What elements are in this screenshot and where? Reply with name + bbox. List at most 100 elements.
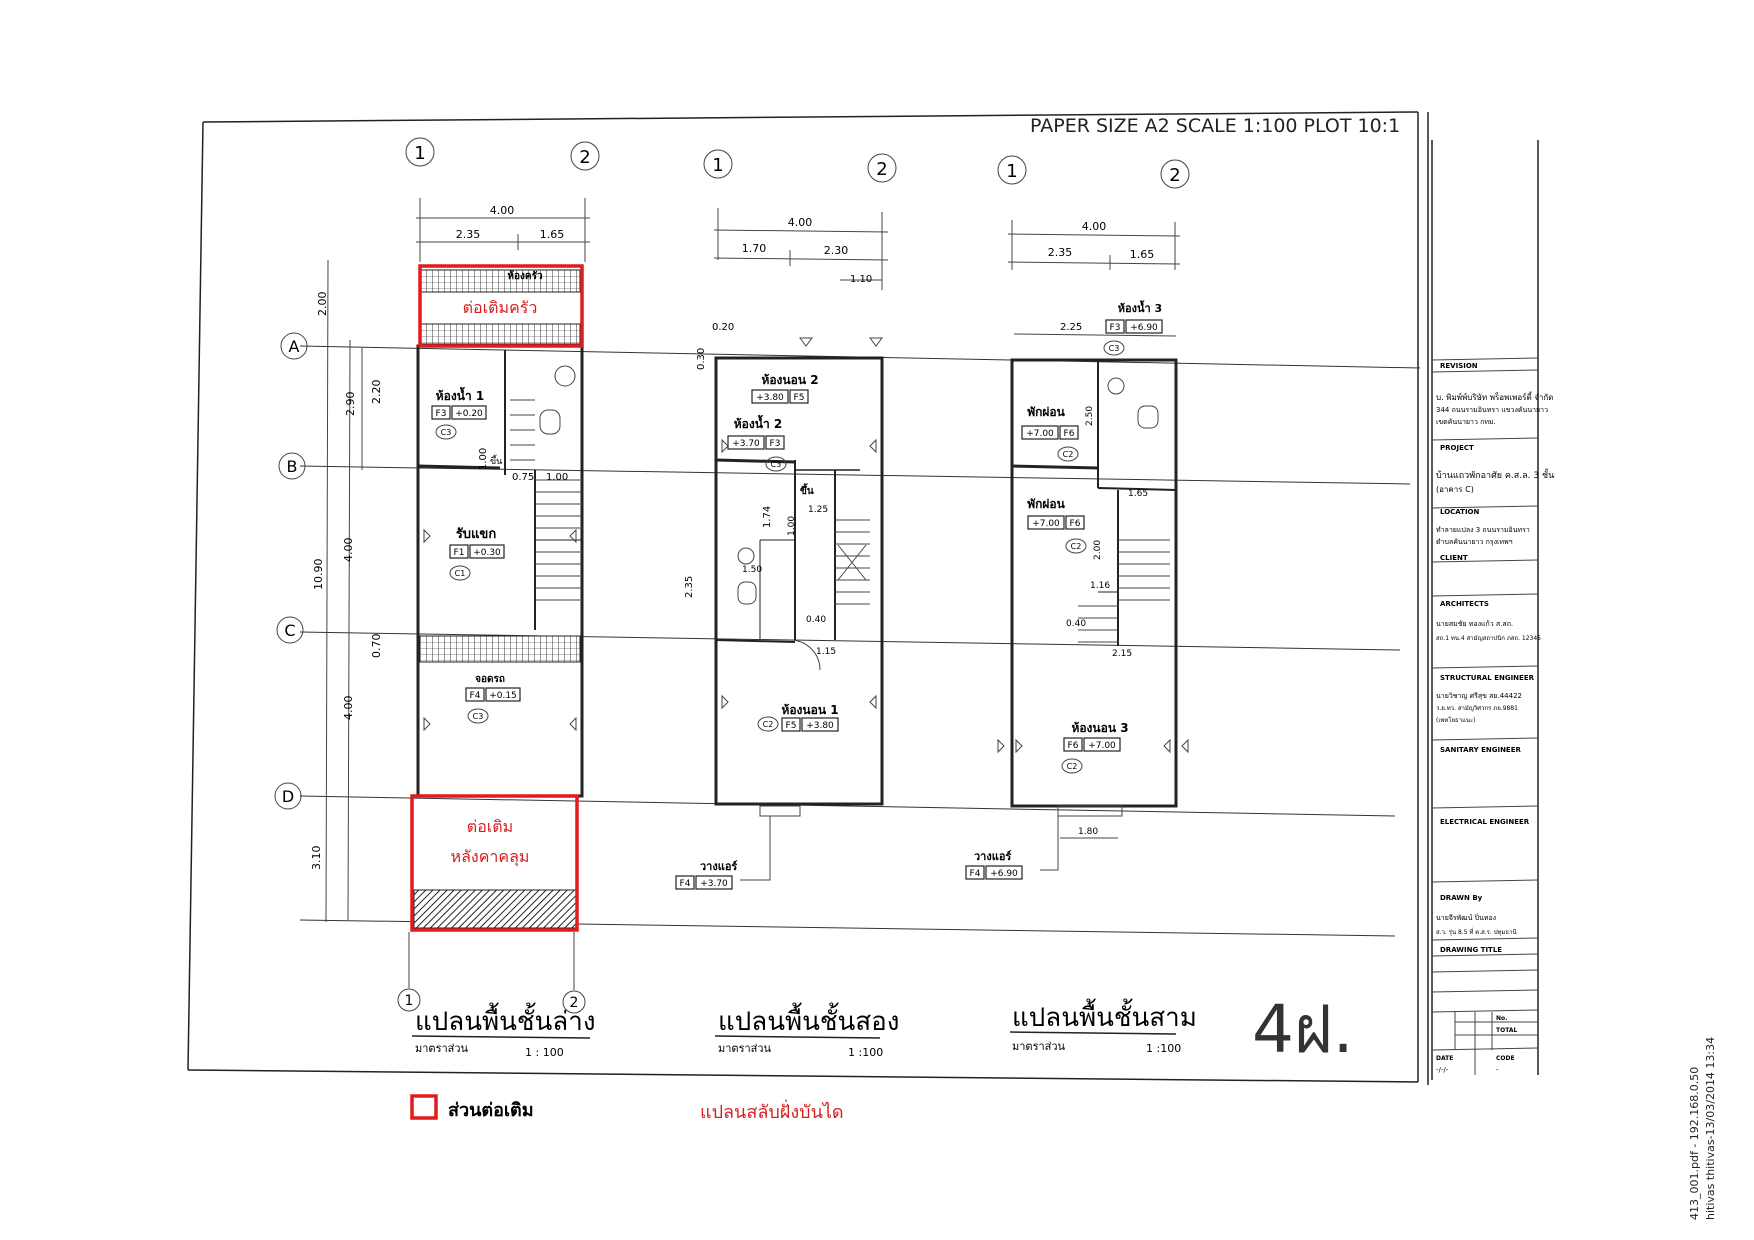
tb-struct-sub: ว.ย.ทว. สามัญวิศวกร ภย.9881 <box>1436 705 1518 712</box>
p3-ac-label: วางแอร์ <box>974 850 1011 863</box>
p2-ac-level: +3.70 <box>700 879 728 889</box>
legend-swatch-extension <box>410 1094 438 1120</box>
p1-bath-ceiling: C3 <box>441 428 452 437</box>
p2-door-swing <box>789 639 821 671</box>
grid-label-1b: 1 <box>712 155 723 176</box>
p3-title: แปลนพื้นชั้นสาม <box>1012 998 1197 1033</box>
tb-drawn-sub: ส.ว. รุ่น 8.5 ที่ ต.ส.ร. ปทุมธานี <box>1436 928 1517 936</box>
p2-dim-small: 1.10 <box>850 274 872 285</box>
p2-room-bath2: ห้องน้ำ 2 <box>734 414 782 431</box>
p1-dim-stair-1: 1.00 <box>546 472 568 483</box>
p1-hatch-carport-edge <box>419 635 581 663</box>
p1-bath-floor: F3 <box>436 409 447 419</box>
tb-code: CODE <box>1496 1055 1515 1062</box>
tb-arch-sub: สถ.1 ทน.4 สามัญสถาปนิก ภสถ. 12345 <box>1436 635 1541 642</box>
p1-dim-bath-w: 1.00 <box>478 448 489 470</box>
grid-bubble-C <box>276 616 304 644</box>
p1-hatch-driveway <box>413 889 577 929</box>
plan-third-floor: 4.00 2.35 1.65 2.25 ห้องน้ำ 3 F3 +6.90 C… <box>965 220 1197 1055</box>
p2-dim-stair: 1.74 <box>762 506 773 528</box>
tb-date-val: -/-/- <box>1436 1066 1449 1074</box>
p1-room-bath: ห้องน้ำ 1 <box>436 386 484 403</box>
tb-struct-sub2: (เพทโยธาแนะ) <box>1436 716 1476 724</box>
p1-title: แปลนพื้นชั้นล่าง <box>415 1002 596 1037</box>
p1-dim-ab-inner: 2.20 <box>370 380 383 405</box>
p1-dim-bc: 4.00 <box>342 538 355 563</box>
p3-rest2-level: +7.00 <box>1032 519 1060 529</box>
p3-dim-total: 4.00 <box>1082 220 1107 233</box>
p2-bed1-level: +3.80 <box>806 721 834 731</box>
p1-room-parking: จอดรถ <box>475 674 505 685</box>
p2-bath2-floor: F3 <box>770 439 781 449</box>
grid-label-1: 1 <box>414 143 425 164</box>
p1-bath-level: +0.20 <box>455 409 483 419</box>
p2-bed1-ceiling: C2 <box>763 720 774 729</box>
p3-ac-level: +6.90 <box>990 869 1018 879</box>
p3-room-rest2: พักผ่อน <box>1027 497 1065 511</box>
p3-room-rest1: พักผ่อน <box>1027 405 1065 419</box>
tb-owner: บ. พิมพ์พ์บริษัท พร็อพเพอร์ตี้ จำกัด <box>1436 391 1553 402</box>
p2-dim-bath-w: 1.50 <box>742 565 762 575</box>
p2-stair-up: ขึ้น <box>800 483 814 497</box>
p3-dim-bath-h: 2.50 <box>1085 406 1095 426</box>
p2-outer-walls <box>714 356 884 806</box>
tb-drawn-name: นายจีรพัฒน์ ปิ่นทอง <box>1436 913 1496 922</box>
tb-revision: REVISION <box>1440 362 1478 370</box>
grid-label-2b: 2 <box>876 159 887 180</box>
legend-note: แปลนสลับฝั่งบันได <box>700 1099 844 1123</box>
p2-ac-label: วางแอร์ <box>700 860 737 873</box>
p3-toilet <box>1137 405 1159 429</box>
p1-extension-kitchen <box>418 264 584 348</box>
p1-room-kitchen: ห้องครัว <box>507 270 543 282</box>
p2-stair <box>835 519 870 605</box>
p1-extension-kitchen-label: ต่อเติมครัว <box>463 298 538 317</box>
grid-label-B: B <box>287 457 298 476</box>
p2-bath2-level: +3.70 <box>732 439 760 449</box>
p3-rest1-level: +7.00 <box>1026 429 1054 439</box>
p2-dim-landing: 1.25 <box>808 505 828 515</box>
p3-bath3-floor: F3 <box>1110 323 1121 333</box>
tb-struct-name: นายวิชาญ ศรีสุข สย.44422 <box>1436 692 1522 700</box>
p2-dim-side: 0.30 <box>696 348 707 370</box>
p2-basin <box>737 547 755 565</box>
tb-project-name: บ้านแถวพักอาศัย ค.ส.ล. 3 ชั้น <box>1436 468 1554 481</box>
p1-basin <box>554 365 576 387</box>
p3-ac-floor: F4 <box>970 869 981 879</box>
p3-dim-lower: 2.15 <box>1112 649 1132 659</box>
p2-scale-label: มาตราส่วน <box>718 1042 772 1055</box>
p1-stair-up: ขึ้น <box>490 454 502 467</box>
p3-rest1-floor: F6 <box>1064 429 1075 439</box>
grid-label-2: 2 <box>579 147 590 168</box>
grid-bubble-2-bottom <box>562 990 586 1014</box>
p3-basin <box>1107 377 1125 395</box>
p2-dim-stair-2: 1.00 <box>787 516 797 536</box>
grid-lines <box>299 345 1421 937</box>
plan-second-floor: 4.00 1.70 2.30 1.10 0.20 0.30 ห้อง <box>675 208 899 1059</box>
tb-project: PROJECT <box>1440 444 1474 452</box>
p2-dim-total: 4.00 <box>788 216 813 229</box>
p3-rest2-floor: F6 <box>1070 519 1081 529</box>
title-block: REVISION บ. พิมพ์พ์บริษัท พร็อพเพอร์ตี้ … <box>1431 140 1554 1080</box>
grid-bubble-D <box>274 782 302 810</box>
p3-bath3-ceiling: C3 <box>1109 344 1120 353</box>
p1-toilet <box>539 409 561 435</box>
grid-bubble-1-bottom <box>397 988 421 1012</box>
grid-label-1c: 1 <box>1006 161 1017 182</box>
p1-dim-a-top: 2.00 <box>316 292 329 317</box>
p1-dim-left: 2.35 <box>456 228 481 241</box>
grid-label-D: D <box>282 787 294 806</box>
grid-label-2-bottom: 2 <box>570 995 579 1011</box>
p2-bath2-ceiling: C3 <box>771 460 782 469</box>
p3-dim-right: 1.65 <box>1130 248 1155 261</box>
grid-label-C: C <box>284 621 295 640</box>
tb-structural: STRUCTURAL ENGINEER <box>1440 674 1535 682</box>
p3-rest1-ceiling: C2 <box>1063 450 1074 459</box>
p3-rest2-ceiling: C2 <box>1071 542 1082 551</box>
p2-room-bed2: ห้องนอน 2 <box>761 373 818 387</box>
grid-label-A: A <box>289 337 300 356</box>
tb-arch-name: นายสมชัย ทองแก้ว ส.สถ. <box>1436 620 1513 628</box>
legend: ส่วนต่อเติม แปลนสลับฝั่งบันได <box>410 1094 844 1123</box>
p2-room-bed1: ห้องนอน 1 <box>781 703 838 717</box>
grid-bubble-1b <box>703 149 733 179</box>
